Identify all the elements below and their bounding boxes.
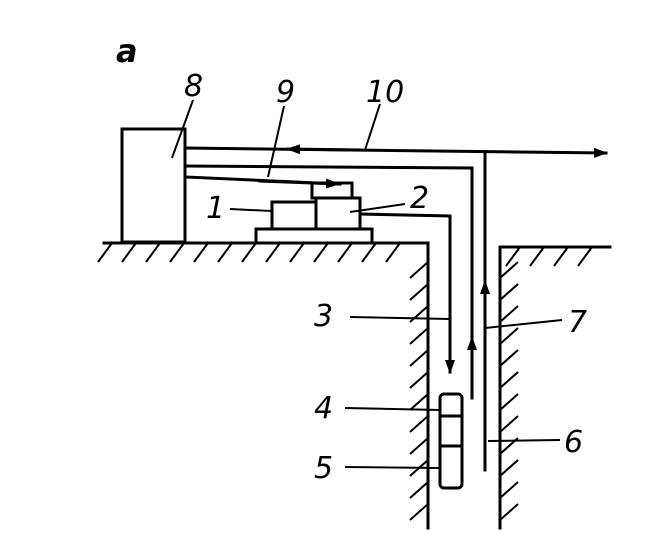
wall-hatch-mark [409,261,429,279]
surface-hatch-mark [241,242,257,263]
leader-2 [349,203,406,213]
surface-hatch-mark [529,246,545,267]
surface-hatch-mark [337,242,353,263]
leader-6 [487,439,561,442]
wall-hatch-mark [499,393,519,411]
wall-hatch-mark [499,371,519,389]
line-9-arrow [258,178,340,189]
wall-hatch-mark [499,261,519,279]
label-1: 1 [206,191,225,226]
leader-7 [484,319,563,329]
surface-hatch-mark [553,246,569,267]
unit-2-box [314,196,362,231]
base-platform [254,227,374,245]
leader-8 [171,99,194,159]
wall-hatch-mark [499,283,519,301]
surface-hatching [97,242,593,267]
surface-hatch-mark [313,242,329,263]
label-10: 10 [366,75,404,110]
leader-3 [349,316,451,320]
surface-hatch-mark [577,246,593,267]
wall-hatch-mark [499,503,519,521]
leader-1 [229,208,273,212]
surface-hatch-mark [385,242,401,263]
leader-5 [344,466,441,469]
wall-hatch-mark [409,437,429,455]
surface-hatch-mark [265,242,281,263]
panel-letter: a [116,32,138,70]
label-3: 3 [314,299,333,334]
wall-hatch-mark [499,459,519,477]
surface-hatch-mark [289,242,305,263]
wall-hatch-mark [499,305,519,323]
unit-1-box [270,200,318,231]
wall-hatch-mark [409,349,429,367]
wall-hatch-mark [409,503,429,521]
label-8: 8 [184,69,203,104]
surface-hatch-mark [121,242,137,263]
wall-hatch-mark [409,371,429,389]
label-5: 5 [314,451,333,486]
surface-hatch-mark [505,246,521,267]
label-7: 7 [568,305,587,340]
line-10-outgoing [183,146,608,158]
control-unit-block [120,127,187,244]
wall-hatch-mark [409,327,429,345]
line-10-arrow-left [286,144,362,155]
surface-hatch-mark [193,242,209,263]
wall-hatch-mark [409,393,429,411]
surface-hatch-mark [97,242,113,263]
line-8-to-well [183,164,474,400]
label-6: 6 [564,425,583,460]
well-wall-hatching [409,261,519,521]
wall-hatch-mark [499,327,519,345]
label-4: 4 [314,391,333,426]
wall-hatch-mark [409,305,429,323]
surface-hatch-mark [169,242,185,263]
wall-hatch-mark [409,481,429,499]
downhole-tool [438,392,464,490]
label-2: 2 [410,181,429,216]
surface-hatch-mark [361,242,377,263]
surface-hatch-mark [217,242,233,263]
leader-4 [344,407,441,411]
wall-hatch-mark [499,415,519,433]
leader-9 [267,105,285,178]
wall-hatch-mark [409,283,429,301]
wall-hatch-mark [409,415,429,433]
surface-hatch-mark [145,242,161,263]
leader-10 [364,103,381,151]
wall-hatch-mark [499,481,519,499]
label-9: 9 [276,75,295,110]
wall-hatch-mark [499,349,519,367]
